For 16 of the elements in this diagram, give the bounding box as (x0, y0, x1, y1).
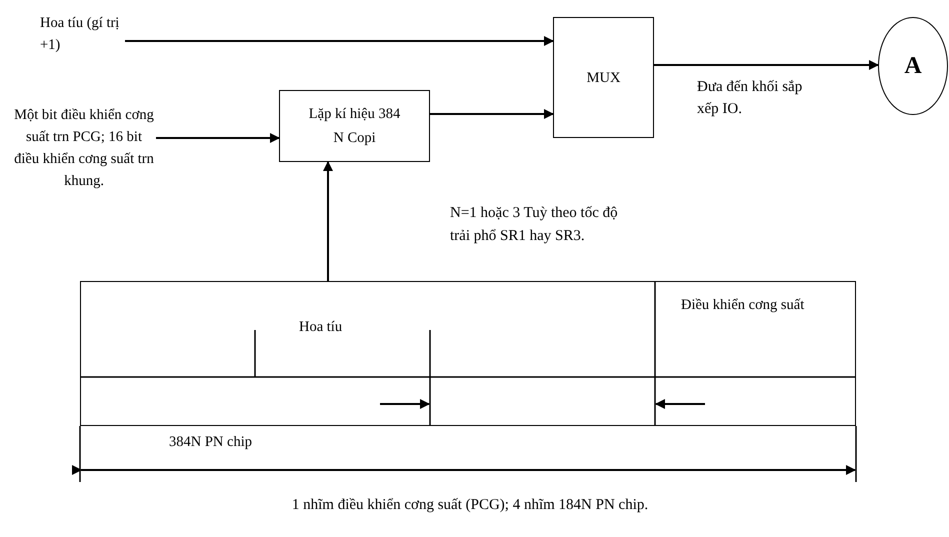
mux-box: MUX (553, 17, 654, 138)
connector-circle: A (878, 17, 948, 115)
process-box: Lặp kí hiệu 384 N Copi (279, 90, 430, 162)
arrow (156, 133, 280, 143)
arrow (125, 36, 554, 46)
chip-count-label: 384N PN chip (169, 433, 253, 452)
caption-text: 1 nhĩm điều khiển cơng suất (PCG); 4 nhĩm 184N PN chip. (290, 496, 650, 515)
arrow (654, 60, 879, 70)
arrow (323, 161, 333, 281)
note-text: N=1 hoặc 3 Tuỳ theo tốc độ trải phổ SR1 hay SR3. (450, 204, 619, 246)
input-label: Hoa tíu (gí trị +1) (40, 12, 120, 56)
edge-label: Đưa đến khối sắp xếp IO. (697, 78, 804, 119)
arrow (430, 109, 554, 119)
input-label: Một bit điều khiển cơng suất trn PCG; 16 bit điều khiển cơng suất trn khung. (14, 104, 154, 244)
segment-label: Hoa tíu (299, 318, 344, 337)
segment-label: Điều khiển cơng suất (681, 296, 806, 315)
